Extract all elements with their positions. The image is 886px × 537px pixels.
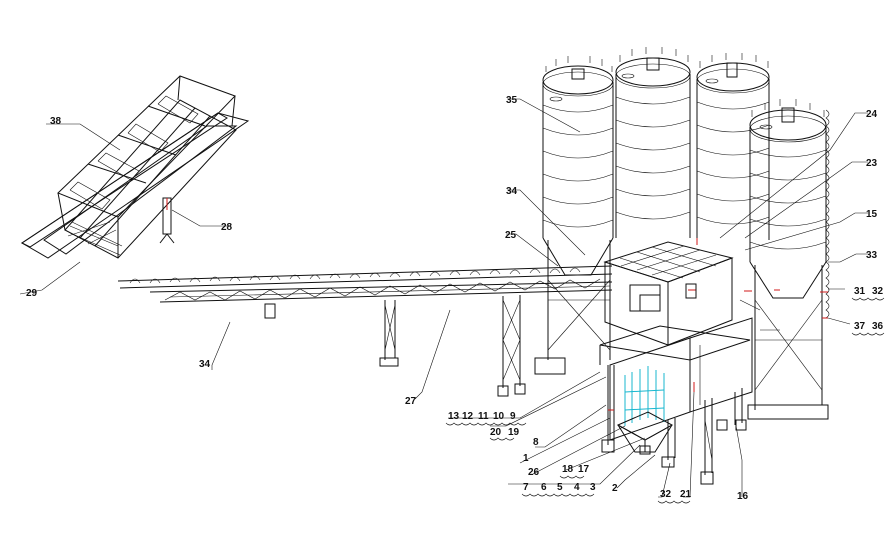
callout-8: 8 xyxy=(533,437,539,448)
callout-7: 7 xyxy=(523,482,529,493)
mixing-tower xyxy=(599,238,828,485)
label-braces xyxy=(445,297,885,504)
callout-33: 33 xyxy=(866,250,878,261)
callout-25: 25 xyxy=(505,230,517,241)
callout-13: 13 xyxy=(448,411,460,422)
callout-32-bottom: 32 xyxy=(660,489,672,500)
aggregate-batcher xyxy=(21,75,250,259)
callout-35: 35 xyxy=(506,95,518,106)
callout-12: 12 xyxy=(462,411,474,422)
callout-16: 16 xyxy=(737,491,749,502)
callout-32: 32 xyxy=(872,286,884,297)
callout-1: 1 xyxy=(523,453,529,464)
callout-26: 26 xyxy=(528,467,540,478)
callout-11: 11 xyxy=(478,411,489,422)
callout-18: 18 xyxy=(562,464,574,475)
callout-34: 34 xyxy=(199,359,211,370)
leader-lines xyxy=(19,98,868,498)
silo-3 xyxy=(696,62,770,240)
callout-36: 36 xyxy=(872,321,884,332)
callout-31: 31 xyxy=(854,286,866,297)
callout-10: 10 xyxy=(493,411,505,422)
callout-20: 20 xyxy=(490,427,502,438)
callout-17: 17 xyxy=(578,464,590,475)
callout-19: 19 xyxy=(508,427,520,438)
callout-29: 29 xyxy=(26,288,38,299)
callout-24: 24 xyxy=(866,109,878,120)
callout-23: 23 xyxy=(866,158,878,169)
mixer-unit xyxy=(624,366,665,426)
silo-2 xyxy=(615,57,691,238)
callout-5: 5 xyxy=(557,482,563,493)
callout-15: 15 xyxy=(866,209,878,220)
cement-silos xyxy=(534,47,830,420)
callout-21: 21 xyxy=(680,489,692,500)
silo-1 xyxy=(534,65,614,375)
callout-2: 2 xyxy=(612,483,618,494)
callout-28: 28 xyxy=(221,222,233,233)
callout-6: 6 xyxy=(541,482,547,493)
silo-4 xyxy=(747,107,830,420)
callout-4: 4 xyxy=(574,482,580,493)
belt-conveyor xyxy=(117,265,613,397)
callout-34-silo: 34 xyxy=(506,186,518,197)
callout-27: 27 xyxy=(405,396,417,407)
callout-labels: 38 28 29 34 35 34 25 24 23 15 33 31 32 3… xyxy=(26,95,884,502)
callout-37: 37 xyxy=(854,321,866,332)
callout-9: 9 xyxy=(510,411,516,422)
callout-38: 38 xyxy=(50,116,62,127)
callout-3: 3 xyxy=(590,482,596,493)
